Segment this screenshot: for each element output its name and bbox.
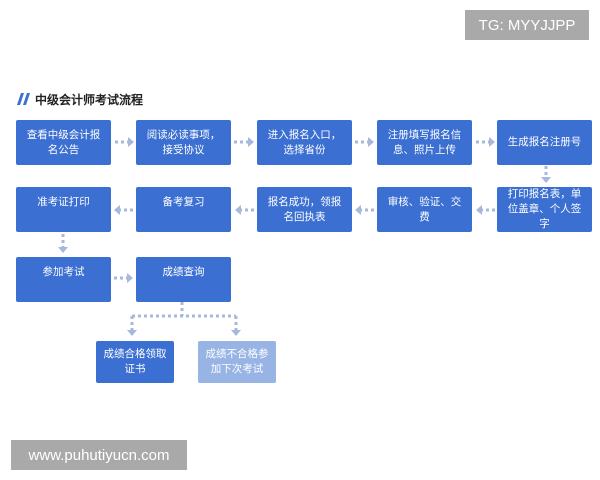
outcome-fail-retake[interactable]: 成绩不合格参加下次考试 (198, 341, 276, 383)
step-view-announcement[interactable]: 查看中级会计报名公告 (16, 120, 111, 165)
step-check-scores[interactable]: 成绩查询 (136, 257, 231, 302)
step-print-registration-form[interactable]: 打印报名表，单位盖章、个人签字 (497, 187, 592, 232)
diagram-title: 中级会计师考试流程 (35, 93, 144, 107)
step-print-admission-ticket[interactable]: 准考证打印 (16, 187, 111, 232)
step-read-agreement[interactable]: 阅读必读事项，接受协议 (136, 120, 231, 165)
step-generate-registration-number[interactable]: 生成报名注册号 (497, 120, 592, 165)
title-slash-icon (17, 93, 30, 105)
watermark-top: TG: MYYJJPP (465, 10, 589, 40)
step-take-exam[interactable]: 参加考试 (16, 257, 111, 302)
step-exam-prep[interactable]: 备考复习 (136, 187, 231, 232)
outcome-pass-get-certificate[interactable]: 成绩合格领取证书 (96, 341, 174, 383)
step-review-verify-pay[interactable]: 审核、验证、交费 (377, 187, 472, 232)
watermark-bottom: www.puhutiyucn.com (11, 440, 187, 470)
step-registration-success[interactable]: 报名成功，领报名回执表 (257, 187, 352, 232)
step-enter-portal[interactable]: 进入报名入口，选择省份 (257, 120, 352, 165)
step-fill-info-upload-photo[interactable]: 注册填写报名信息、照片上传 (377, 120, 472, 165)
